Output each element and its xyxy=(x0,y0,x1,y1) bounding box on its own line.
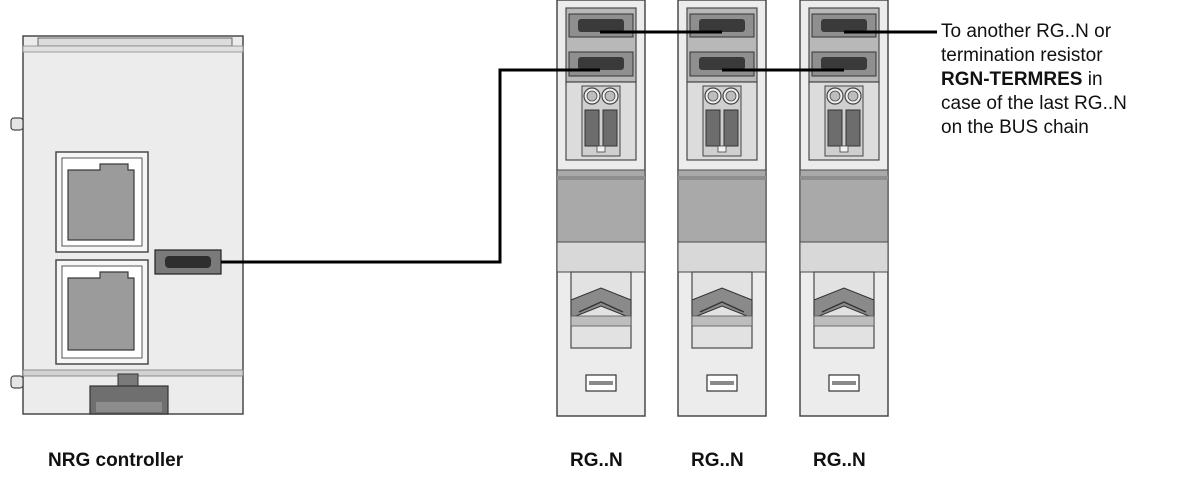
rg-module-2 xyxy=(677,0,767,417)
termination-resistor-name: RGN-TERMRES xyxy=(941,69,1083,90)
nrg-controller-device xyxy=(10,35,244,415)
cable-controller-to-rg1 xyxy=(221,68,600,264)
note-line-4: case of the last RG..N xyxy=(941,93,1127,114)
note-line-5: on the BUS chain xyxy=(941,117,1089,138)
controller-label: NRG controller xyxy=(48,450,184,471)
din-clip xyxy=(89,373,169,415)
rg-module-1-label: RG..N xyxy=(570,450,623,471)
ethernet-port-1 xyxy=(55,151,149,253)
note-line-2: termination resistor xyxy=(941,45,1103,66)
bus-chain-note: To another RG..N or termination resistor… xyxy=(941,20,1186,140)
note-line-1: To another RG..N or xyxy=(941,21,1112,42)
rg-module-1 xyxy=(556,0,646,417)
bus-cables xyxy=(221,30,937,264)
note-line-3-rest: in xyxy=(1082,69,1103,90)
ethernet-port-2 xyxy=(55,259,149,365)
controller-bus-port xyxy=(154,249,222,275)
rg-module-2-label: RG..N xyxy=(691,450,744,471)
rg-module-3-label: RG..N xyxy=(813,450,866,471)
rg-module-3 xyxy=(799,0,889,417)
note-line-3: RGN-TERMRES in xyxy=(941,68,1186,92)
